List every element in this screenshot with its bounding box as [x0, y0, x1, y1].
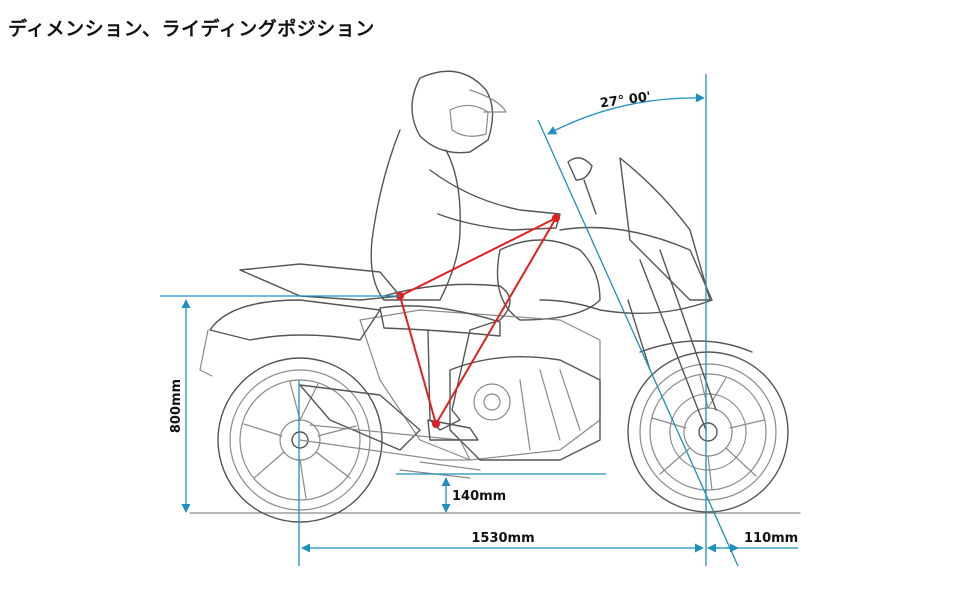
seat-height-label: 800mm	[169, 379, 184, 433]
frame-body	[359, 309, 601, 461]
front-fork	[627, 249, 717, 431]
page-title: ディメンション、ライディングポジション	[8, 18, 375, 40]
helmet-visor	[449, 104, 489, 137]
wheelbase-label: 1530mm	[471, 531, 534, 546]
handlebar-point	[552, 214, 560, 222]
engine	[449, 355, 601, 461]
rider-boot	[427, 419, 479, 441]
front-cowl	[539, 226, 713, 315]
helmet-peak	[469, 89, 507, 113]
rider-helmet	[411, 70, 494, 154]
steering-axis-line	[537, 119, 739, 567]
caster-angle-arc	[547, 93, 705, 135]
seat	[379, 305, 501, 337]
dimension-labels: 800mm 140mm 1530mm 110mm 27° 00'	[169, 90, 798, 546]
windscreen	[619, 157, 711, 301]
rear-rack	[239, 263, 401, 301]
trail-label: 110mm	[744, 531, 798, 546]
fuel-tank	[496, 239, 601, 321]
motorcycle-illustration	[189, 157, 801, 523]
front-fender	[639, 340, 753, 353]
exhaust-muffler	[299, 384, 421, 451]
rider-illustration	[370, 70, 561, 441]
mirror	[567, 157, 597, 215]
ground-clearance-label: 140mm	[452, 489, 506, 504]
front-wheel	[627, 351, 789, 513]
rider-leg	[383, 283, 511, 431]
tail-cowl	[209, 299, 381, 341]
dimension-lines	[160, 74, 798, 567]
footpeg-point	[432, 420, 440, 428]
rear-wheel	[217, 357, 383, 523]
rider-arm	[429, 169, 561, 231]
ergonomic-triangle	[396, 214, 560, 428]
footpeg	[399, 461, 481, 479]
swingarm	[299, 424, 471, 461]
rear-license-plate	[199, 329, 213, 377]
caster-angle-label: 27° 00'	[599, 90, 652, 112]
rider-torso	[370, 129, 461, 301]
